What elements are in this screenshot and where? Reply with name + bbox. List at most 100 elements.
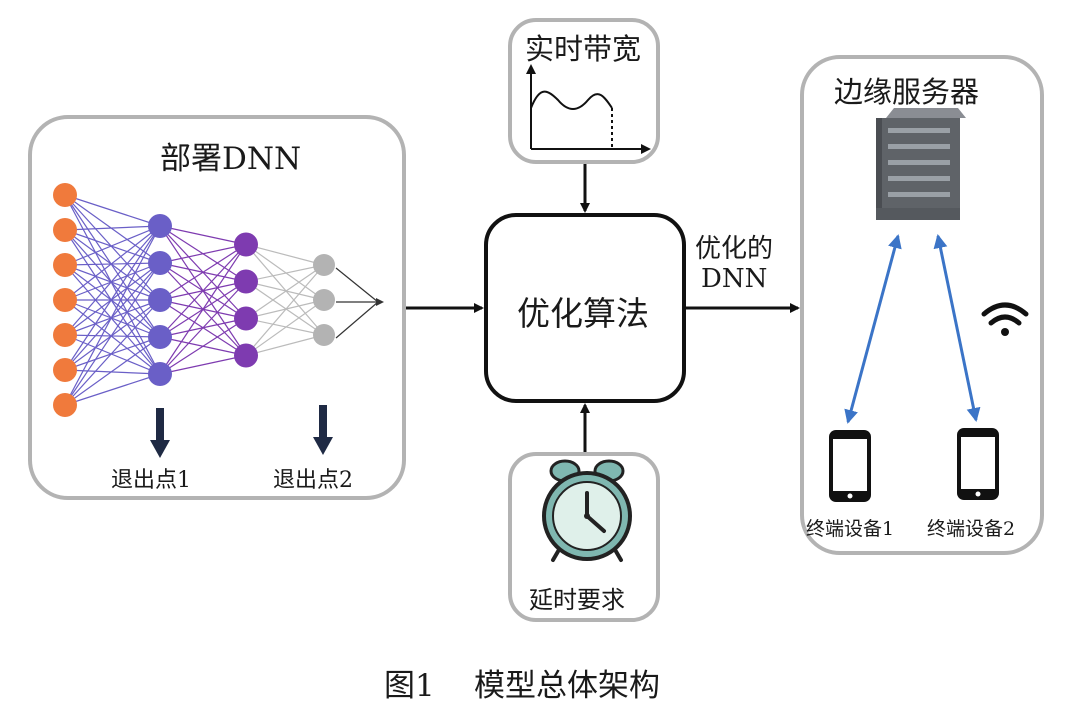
figure-caption: 模型总体架构 <box>474 668 660 704</box>
network-edge <box>64 299 161 375</box>
network-node <box>53 253 77 277</box>
network-edge <box>159 243 247 301</box>
network-edge <box>64 336 161 371</box>
network-output-lines <box>335 267 384 339</box>
network-edge <box>64 225 161 336</box>
network-node <box>313 289 335 311</box>
network-node <box>148 251 172 275</box>
network-node <box>148 214 172 238</box>
network-edge <box>64 225 161 406</box>
network-node <box>53 323 77 347</box>
network-edge <box>245 280 325 301</box>
network-node <box>234 232 258 257</box>
phone-icon-2 <box>957 428 999 500</box>
network-edge <box>245 299 325 356</box>
network-edge <box>64 334 161 338</box>
network-edge <box>64 373 161 406</box>
network-node <box>53 183 77 207</box>
network-edge <box>159 317 247 375</box>
network-edge <box>64 336 161 406</box>
network-edge <box>245 244 325 336</box>
optimizer-box <box>484 213 686 403</box>
network-edge <box>64 229 161 338</box>
network-edge <box>64 194 161 338</box>
latency-label: 延时要求 <box>529 586 625 614</box>
network-node <box>53 288 77 312</box>
network-edge <box>64 229 161 301</box>
dnn-panel <box>28 115 406 500</box>
network-edge <box>245 299 325 320</box>
network-edge <box>159 281 247 375</box>
network-node <box>234 343 258 368</box>
network-edge <box>159 244 247 338</box>
figure-number: 图1 <box>384 668 435 704</box>
network-node <box>53 393 77 417</box>
optimizer-label: 优化算法 <box>517 294 649 333</box>
network-edge <box>64 194 161 264</box>
bandwidth-title: 实时带宽 <box>525 32 642 66</box>
optimized-dnn-label-line1: 优化的 <box>695 234 774 264</box>
network-edge <box>245 264 325 319</box>
network-edge <box>64 225 161 371</box>
network-edge <box>64 264 161 301</box>
exit-point-2-label: 退出点2 <box>273 468 353 493</box>
network-edge <box>64 194 161 375</box>
network-edge <box>159 244 247 375</box>
network-edge <box>245 264 325 283</box>
optimized-dnn-label-line2: DNN <box>701 264 768 294</box>
network-edge <box>64 262 161 266</box>
link-server-device1 <box>844 234 902 424</box>
exit-point-1-label: 退出点1 <box>111 468 191 493</box>
network-node <box>313 324 335 346</box>
network-node <box>234 306 258 331</box>
network-edge <box>245 243 325 266</box>
network-edge <box>245 244 325 301</box>
network-edge <box>64 225 161 266</box>
network-node <box>148 362 172 386</box>
network-edge <box>64 334 161 375</box>
bandwidth-panel <box>508 18 660 164</box>
network-edge <box>159 354 247 375</box>
network-nodes <box>53 183 335 417</box>
network-edge <box>159 225 247 246</box>
network-edge <box>245 317 325 336</box>
network-edge <box>64 264 161 375</box>
link-server-device2 <box>933 234 981 422</box>
network-edge <box>64 299 161 336</box>
network-edge <box>64 369 161 375</box>
network-edge <box>64 194 161 227</box>
network-node <box>148 288 172 312</box>
network-node <box>148 325 172 349</box>
bandwidth-chart-icon <box>526 64 651 154</box>
network-edge <box>64 264 161 338</box>
network-node <box>234 269 258 294</box>
exit-arrow-1 <box>150 408 170 458</box>
network-edge <box>64 194 161 301</box>
server-icon <box>876 108 966 220</box>
network-edge <box>64 262 161 301</box>
exit-arrow-2 <box>313 405 333 455</box>
network-edge <box>64 299 161 406</box>
dnn-panel-title: 部署DNN <box>160 141 302 177</box>
edge-server-title: 边缘服务器 <box>834 75 980 109</box>
alarm-clock-icon <box>542 459 632 562</box>
network-edge <box>64 225 161 301</box>
network-edge <box>159 243 247 264</box>
network-edge <box>64 229 161 264</box>
network-edge <box>64 229 161 375</box>
device-1-label: 终端设备1 <box>806 518 895 540</box>
network-node <box>313 254 335 276</box>
network-edge <box>245 264 325 356</box>
network-connections <box>64 194 325 406</box>
network-edge <box>245 334 325 357</box>
device-2-label: 终端设备2 <box>927 518 1016 540</box>
network-node <box>53 218 77 242</box>
network-edge <box>245 281 325 336</box>
network-edge <box>64 262 161 406</box>
wifi-icon <box>981 302 1029 336</box>
network-edge <box>64 299 161 338</box>
network-edge <box>64 225 161 231</box>
network-node <box>53 358 77 382</box>
phone-icon-1 <box>829 430 871 502</box>
